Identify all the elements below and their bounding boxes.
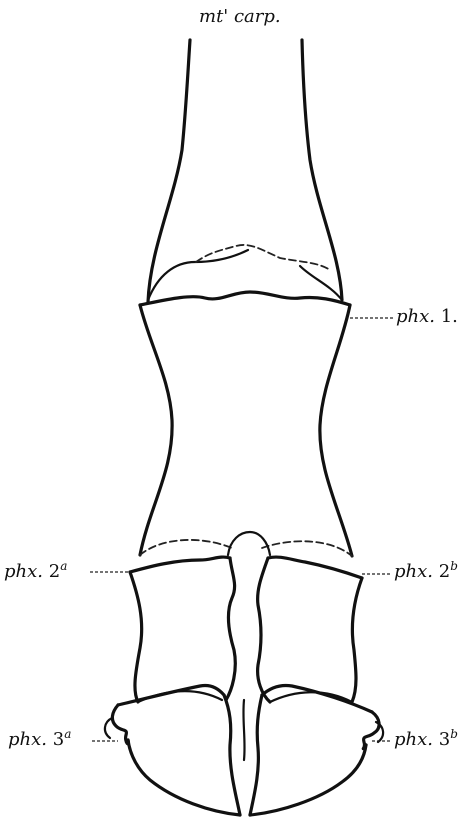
second-phalanx-right (258, 557, 362, 702)
label-phx2b-sup: b (450, 559, 458, 573)
label-phx2b: phx. 2b (394, 563, 458, 581)
second-phalanx-left (130, 557, 235, 702)
label-phx2a-text: phx. (4, 561, 43, 582)
label-phx3b-num: 3 (439, 729, 450, 750)
label-phx3a-num: 3 (53, 729, 64, 750)
label-metacarpal: mt' carp. (199, 8, 281, 26)
label-phx2b-num: 2 (439, 561, 450, 582)
label-phx2a-num: 2 (49, 561, 60, 582)
label-phx3b: phx. 3b (394, 731, 458, 749)
label-metacarpal-text: mt' carp. (199, 6, 281, 27)
label-phx1: phx. 1. (396, 308, 458, 326)
label-phx2a: phx. 2a (4, 563, 67, 581)
label-phx3b-text: phx. (394, 729, 433, 750)
label-phx3a: phx. 3a (8, 731, 71, 749)
metacarpal-bone (148, 40, 342, 302)
label-phx2a-sup: a (60, 559, 67, 573)
label-phx1-num: 1. (441, 306, 458, 327)
third-phalanx-right (250, 685, 383, 815)
label-phx2b-text: phx. (394, 561, 433, 582)
label-phx1-text: phx. (396, 306, 435, 327)
condyle-notch (228, 532, 270, 555)
label-phx3b-sup: b (450, 727, 458, 741)
first-phalanx (140, 292, 352, 556)
digit-split (243, 700, 244, 760)
third-phalanx-left (105, 685, 240, 815)
label-phx3a-text: phx. (8, 729, 47, 750)
label-phx3a-sup: a (64, 727, 71, 741)
